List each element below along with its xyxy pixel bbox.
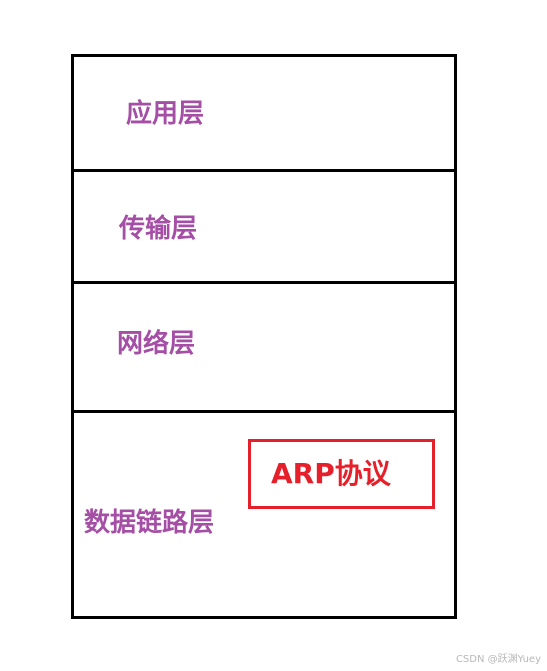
application-layer-box: 应用层 [74,57,454,172]
transport-layer-label: 传输层 [119,214,198,244]
arp-protocol-box: ARP协议 [248,439,435,509]
datalink-layer-label: 数据链路层 [84,508,215,538]
network-layer-label: 网络层 [117,329,196,359]
arp-protocol-label: ARP协议 [271,457,391,490]
network-layer-box: 网络层 [74,284,454,413]
transport-layer-box: 传输层 [74,172,454,284]
watermark: CSDN @跃渊Yuey [455,654,541,665]
application-layer-label: 应用层 [126,99,205,129]
protocol-stack-diagram: 应用层 传输层 网络层 ARP协议 数据链路层 [71,54,457,619]
datalink-layer-box: ARP协议 数据链路层 [74,413,454,616]
